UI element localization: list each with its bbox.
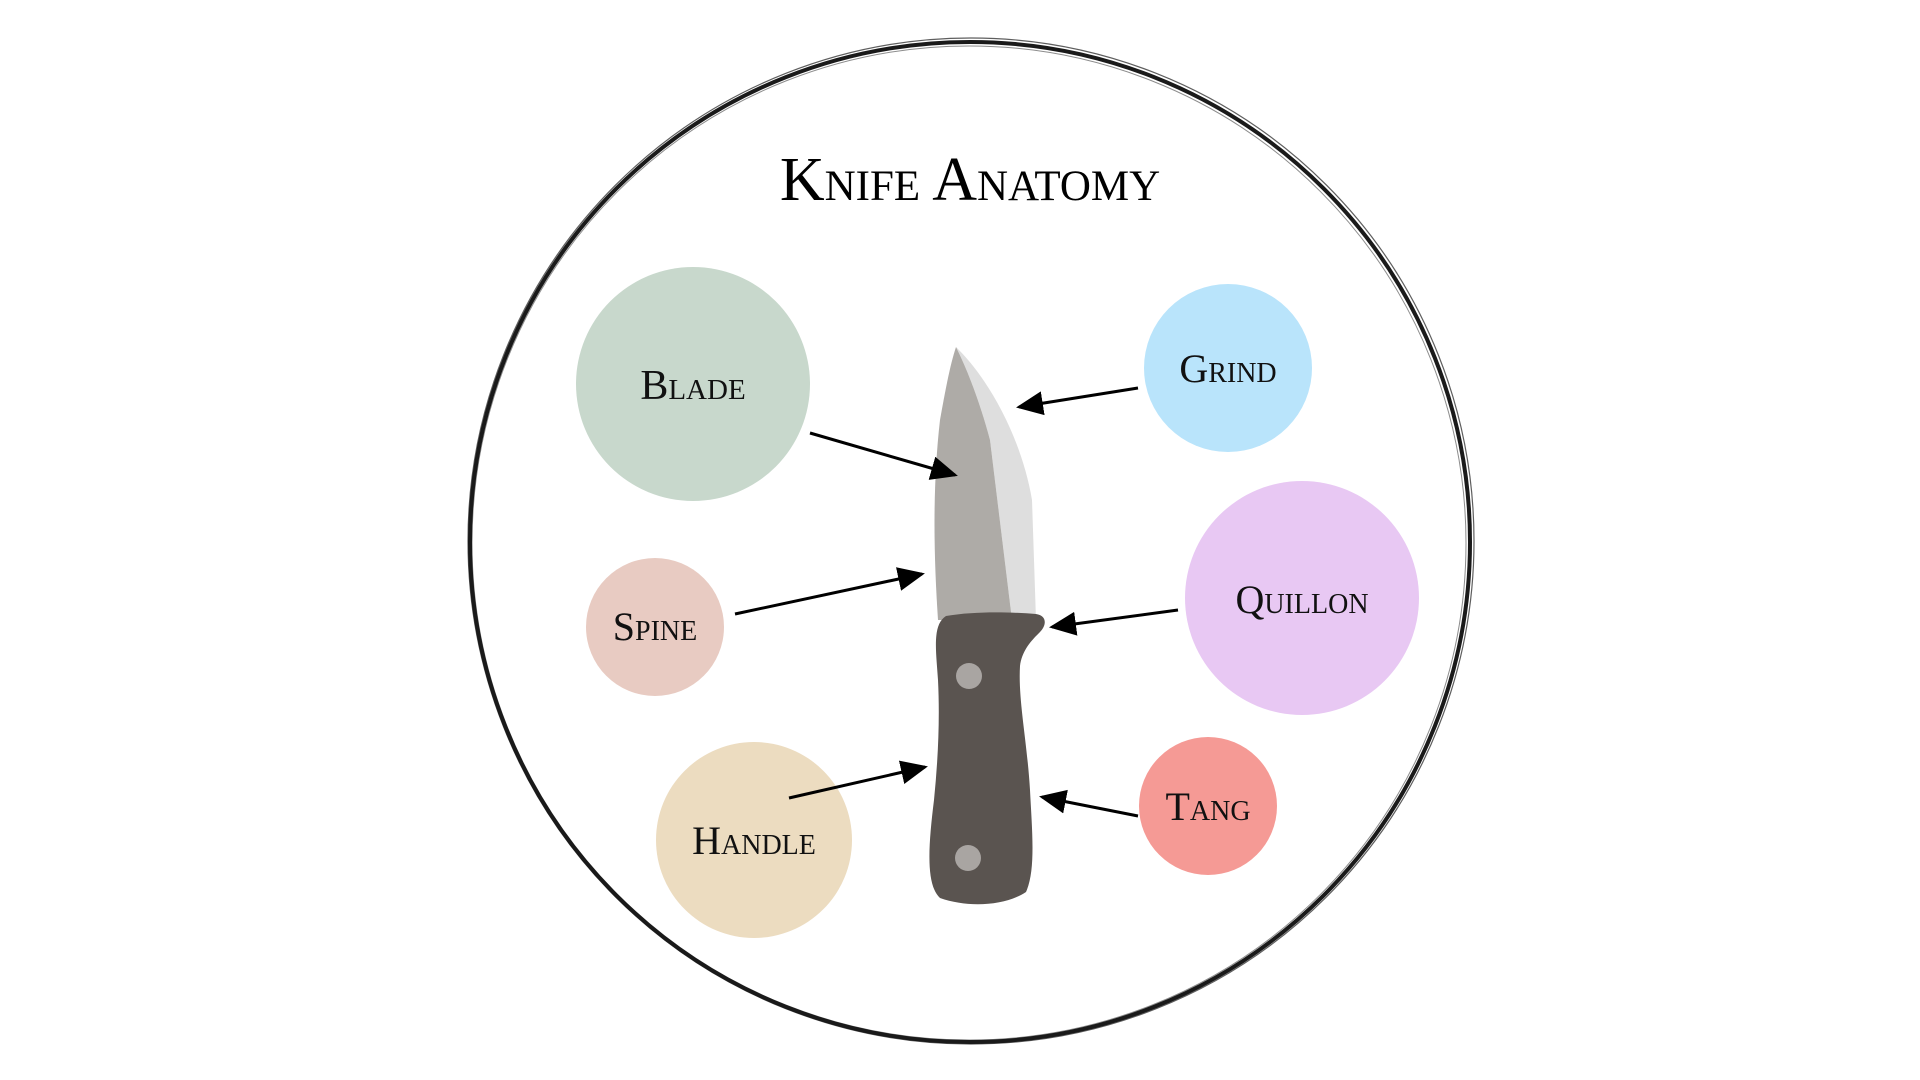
knife-rivet-bottom bbox=[955, 845, 981, 871]
label-handle: Handle bbox=[656, 742, 852, 938]
label-handle-circle bbox=[656, 742, 852, 938]
label-blade-text: Blade bbox=[640, 363, 745, 409]
label-grind-circle bbox=[1144, 284, 1312, 452]
leader-arrows bbox=[734, 386, 1179, 818]
label-quillon: Quillon bbox=[1185, 481, 1419, 715]
label-grind-text: Grind bbox=[1179, 346, 1276, 391]
label-handle-text: Handle bbox=[692, 818, 816, 863]
arrow-quillon bbox=[1049, 608, 1179, 636]
arrow-blade bbox=[809, 431, 958, 480]
label-tang: Tang bbox=[1139, 737, 1277, 875]
knife-illustration bbox=[929, 347, 1045, 905]
arrow-handle bbox=[788, 760, 928, 800]
label-spine-circle bbox=[586, 558, 724, 696]
label-tang-text: Tang bbox=[1165, 784, 1250, 829]
arrow-tang bbox=[1039, 789, 1139, 818]
frame-circle bbox=[467, 37, 1475, 1045]
label-blade: Blade bbox=[576, 267, 810, 501]
label-spine: Spine bbox=[586, 558, 724, 696]
label-spine-text: Spine bbox=[613, 604, 697, 649]
arrow-spine bbox=[734, 567, 925, 616]
diagram-title: Knife Anatomy bbox=[780, 146, 1160, 214]
arrow-grind bbox=[1016, 386, 1139, 416]
knife-rivet-top bbox=[956, 663, 982, 689]
label-quillon-text: Quillon bbox=[1235, 577, 1368, 622]
label-quillon-circle bbox=[1185, 481, 1419, 715]
knife-blade bbox=[934, 347, 1012, 620]
label-grind: Grind bbox=[1144, 284, 1312, 452]
label-tang-circle bbox=[1139, 737, 1277, 875]
knife-handle bbox=[929, 612, 1045, 905]
label-blade-circle bbox=[576, 267, 810, 501]
knife-grind-edge bbox=[956, 347, 1036, 620]
